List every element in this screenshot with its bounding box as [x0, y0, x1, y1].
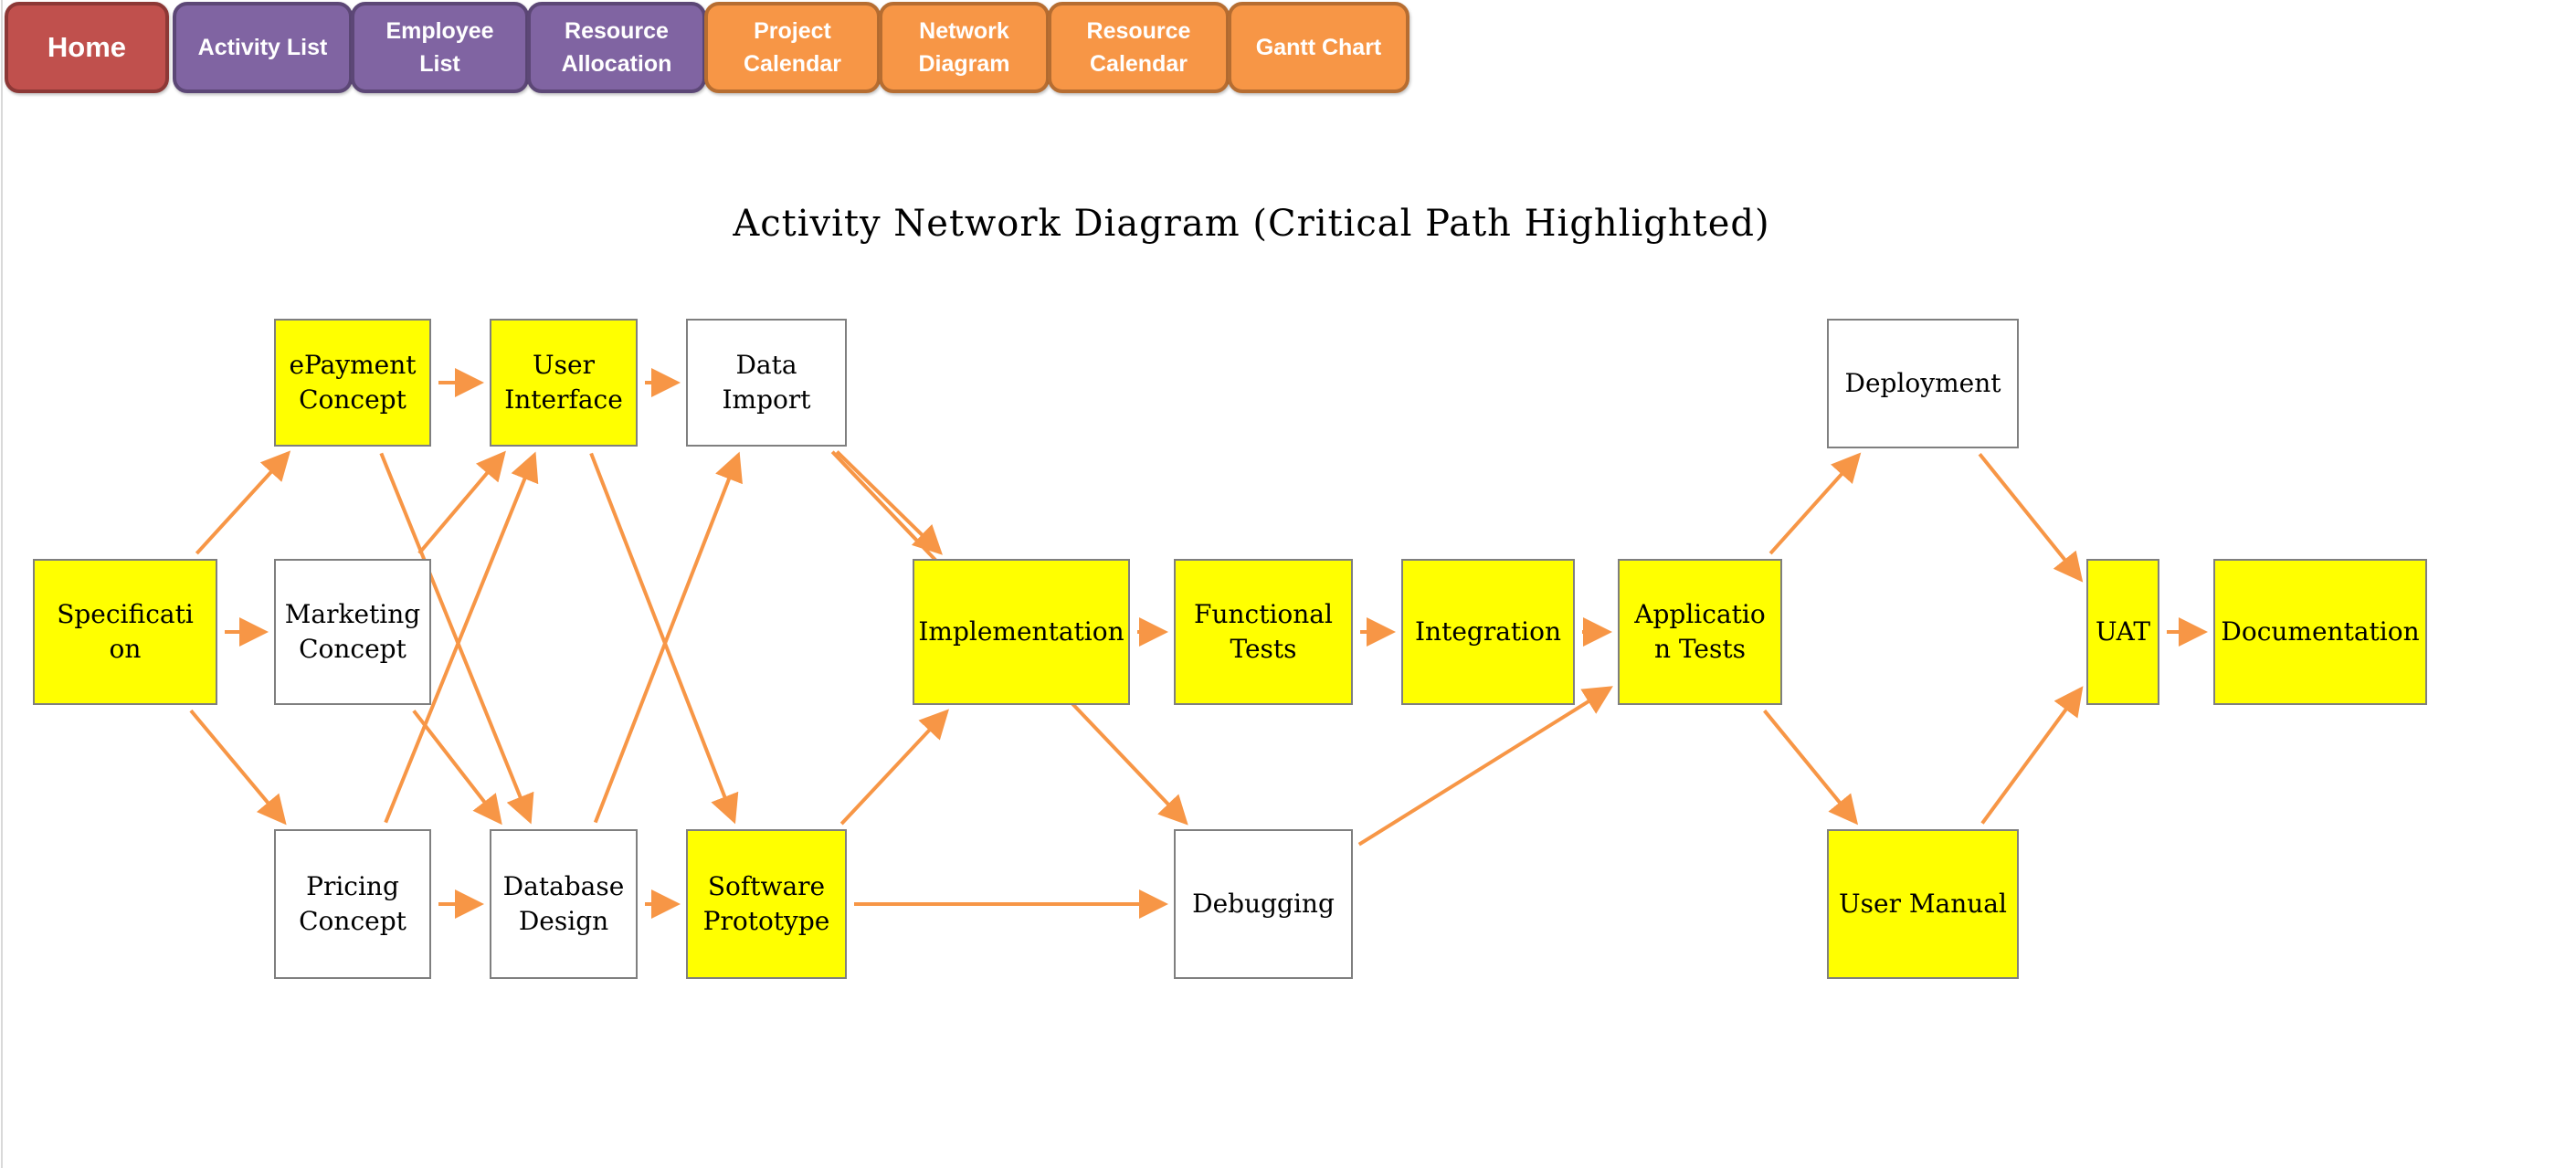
activity-node-user-manual[interactable]: User Manual [1827, 829, 2019, 979]
activity-node-uat[interactable]: UAT [2086, 559, 2159, 705]
activity-node-marketing-concept[interactable]: Marketing Concept [274, 559, 431, 705]
home-button[interactable]: Home [5, 2, 169, 93]
arrow-spec-to-price [189, 709, 287, 826]
arrow-deploy-to-uat [1978, 452, 2084, 583]
project-calendar-button[interactable]: Project Calendar [704, 2, 881, 93]
arrow-import-to-impl [835, 450, 943, 555]
arrow-mkt-to-ui [417, 450, 506, 555]
activity-node-specification[interactable]: Specificati on [33, 559, 217, 705]
resource-calendar-button[interactable]: Resource Calendar [1048, 2, 1230, 93]
activity-node-documentation[interactable]: Documentation [2213, 559, 2427, 705]
arrow-price-to-ui [384, 451, 539, 824]
activity-node-database-design[interactable]: Database Design [490, 829, 638, 979]
activity-node-deployment[interactable]: Deployment [1827, 319, 2019, 448]
activity-node-epayment-concept[interactable]: ePayment Concept [274, 319, 431, 447]
arrow-epay-to-db [379, 452, 534, 825]
arrow-mkt-to-db [412, 710, 502, 826]
arrow-app-to-manual [1763, 709, 1859, 826]
arrow-db-to-import [593, 451, 743, 824]
arrow-spec-to-epay [195, 450, 291, 555]
activity-node-debugging[interactable]: Debugging [1174, 829, 1353, 979]
arrow-manual-to-uat [1980, 686, 2084, 825]
arrow-proto-to-impl [839, 709, 949, 826]
activity-node-functional-tests[interactable]: Functional Tests [1174, 559, 1353, 705]
activity-node-data-import[interactable]: Data Import [686, 319, 847, 447]
sheet-left-border [1, 0, 3, 1168]
activity-node-software-prototype[interactable]: Software Prototype [686, 829, 847, 979]
activity-node-application-tests[interactable]: Applicatio n Tests [1618, 559, 1782, 705]
activity-node-pricing-concept[interactable]: Pricing Concept [274, 829, 431, 979]
activity-node-implementation[interactable]: Implementation [913, 559, 1130, 705]
network-diagram-button[interactable]: Network Diagram [879, 2, 1050, 93]
resource-allocation-button[interactable]: Resource Allocation [527, 2, 706, 93]
arrow-ui-to-proto [589, 452, 739, 825]
diagram-title: Activity Network Diagram (Critical Path … [733, 203, 1770, 245]
arrow-debug-to-app [1357, 686, 1613, 847]
activity-node-integration[interactable]: Integration [1401, 559, 1575, 705]
arrow-app-to-deploy [1768, 452, 1862, 555]
activity-node-user-interface[interactable]: User Interface [490, 319, 638, 447]
gantt-chart-button[interactable]: Gantt Chart [1228, 2, 1409, 93]
